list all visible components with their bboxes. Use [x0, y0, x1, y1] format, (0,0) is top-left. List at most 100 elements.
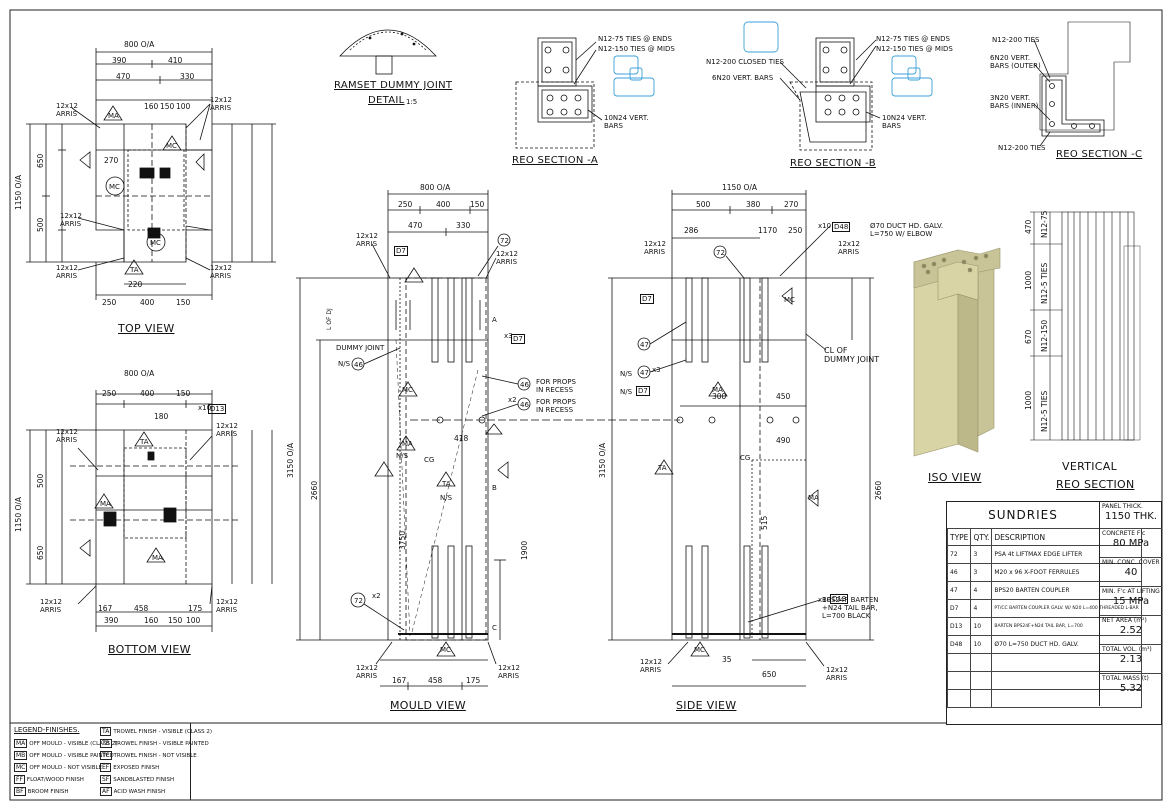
legend-text: EXPOSED FINISH — [113, 765, 160, 771]
dim-text: 800 O/A — [124, 40, 155, 49]
dim-text: 330 — [456, 221, 471, 230]
table-row — [946, 653, 1142, 672]
row-type: 72 — [946, 545, 972, 564]
vert-reo-label: N12-5 TIES — [1040, 262, 1049, 304]
legend-key: MC — [14, 763, 28, 772]
prop-label: TOTAL VOL. (m³) — [1102, 646, 1152, 653]
arris-note: 12x12 ARRIS — [826, 666, 848, 682]
prop-area: NET AREA (m²)2.52 — [1100, 616, 1162, 645]
finish-tag: MA — [100, 500, 111, 508]
dim-text: 150 — [176, 389, 191, 398]
finish-tag: MC — [440, 646, 451, 654]
cg-tag: CG — [740, 454, 751, 462]
dim-text: 650 — [36, 545, 45, 560]
dim-text: 500 — [36, 217, 45, 232]
legend-text: SANDBLASTED FINISH — [113, 777, 175, 783]
dim-text: 650 — [762, 670, 777, 679]
vert-reo-dim: 670 — [1024, 329, 1033, 344]
prop-label: TOTAL MASS (t) — [1102, 675, 1149, 682]
legend-text: ACID WASH FINISH — [113, 789, 166, 795]
fixing-tag: D7 — [640, 294, 654, 304]
finish-tag: MA — [712, 386, 723, 394]
dim-text: 3150 O/A — [598, 442, 607, 478]
dim-text: 167 — [98, 604, 113, 613]
lifter-tag: 72 — [716, 249, 725, 257]
sundries-title: SUNDRIES — [947, 502, 1099, 529]
row-qty: 3 — [970, 545, 993, 564]
row-qty — [970, 653, 993, 672]
dim-text: 650 — [36, 153, 45, 168]
coupler-tag: 47 — [640, 341, 649, 349]
finish-tag: TA — [130, 266, 139, 274]
arris-note: 12x12 ARRIS — [40, 598, 62, 614]
dim-text: 458 — [134, 604, 149, 613]
ns-note: N/S — [338, 360, 351, 368]
arris-note: 12x12 ARRIS — [60, 212, 82, 228]
finish-tag: MC — [784, 296, 795, 304]
dim-text: 250 — [102, 298, 117, 307]
ns-note: N/S — [620, 388, 633, 396]
reo-section-b-drawing — [779, 37, 881, 151]
dim-text: 490 — [776, 436, 791, 445]
arris-note: 12x12 ARRIS — [640, 658, 662, 674]
dim-text: 1170 — [758, 226, 778, 235]
row-qty: 10 — [970, 617, 993, 636]
fixing-tag: D48 — [832, 222, 851, 232]
dummy-joint-note: DUMMY JOINT — [336, 344, 385, 352]
fixing-tag: D7 — [636, 386, 650, 396]
dim-text: 270 — [104, 156, 119, 165]
top-view-title: TOP VIEW — [118, 322, 175, 335]
row-qty — [970, 689, 993, 708]
prop-value: 2.52 — [1119, 625, 1143, 636]
dim-text: 167 — [392, 676, 407, 685]
arris-note: 12x12 ARRIS — [498, 664, 520, 680]
side-view-title: SIDE VIEW — [676, 699, 737, 712]
legend-key: AF — [100, 787, 112, 796]
duct-note: Ø70 DUCT HD. GALV. L=750 W/ ELBOW — [870, 222, 944, 238]
prop-label: CONCRETE F'c — [1102, 530, 1146, 537]
dim-text: 500 — [696, 200, 711, 209]
coupler-tag: 46 — [354, 361, 363, 369]
ramset-scale: 1:5 — [406, 98, 418, 106]
dim-text: 380 — [746, 200, 761, 209]
iso-view-title: ISO VIEW — [928, 471, 982, 484]
iso-view-drawing — [913, 247, 1001, 457]
props-note-1: FOR PROPS IN RECESS — [536, 378, 576, 394]
prop-value: 15 MPa — [1112, 596, 1150, 607]
cl-dummy-note: CL OF DUMMY JOINT — [824, 346, 880, 364]
legend-text: FLOAT/WOOD FINISH — [26, 777, 84, 783]
finish-tag: TA — [658, 464, 667, 472]
reo-c-ties: N12-200 TIES — [992, 36, 1040, 44]
sheet-border — [9, 9, 1163, 801]
row-type: 47 — [946, 581, 972, 600]
ns-note: N/S — [396, 452, 409, 460]
dim-text: 3750 — [398, 530, 407, 550]
section-tag: A — [492, 316, 497, 324]
reo-b-vert-bars: 6N20 VERT. BARS — [712, 74, 774, 82]
dim-text: 390 — [112, 56, 127, 65]
ramset-detail-drawing — [339, 29, 437, 75]
legend-text: TROWEL FINISH - VISIBLE PAINTED — [113, 741, 209, 747]
fixing-tag: D7 — [511, 334, 525, 344]
row-qty: 4 — [970, 599, 993, 618]
dim-text: 500 — [36, 473, 45, 488]
qty-note: x10 — [818, 596, 832, 604]
fixing-tag: D7 — [394, 246, 408, 256]
section-tag: C — [492, 624, 497, 632]
dim-text: 286 — [684, 226, 699, 235]
reo-section-c-title: REO SECTION -C — [1056, 149, 1143, 160]
vert-reo-dim: 1000 — [1024, 270, 1033, 290]
dim-text: 800 O/A — [420, 183, 451, 192]
cg-tag: CG — [424, 456, 435, 464]
ramset-title: RAMSET DUMMY JOINT — [334, 80, 453, 91]
dim-text: 175 — [188, 604, 203, 613]
dim-text: 250 — [398, 200, 413, 209]
reo-section-a-title: REO SECTION -A — [512, 155, 598, 166]
prop-volume: TOTAL VOL. (m³)2.13 — [1100, 645, 1162, 674]
legend-text: BROOM FINISH — [27, 789, 69, 795]
